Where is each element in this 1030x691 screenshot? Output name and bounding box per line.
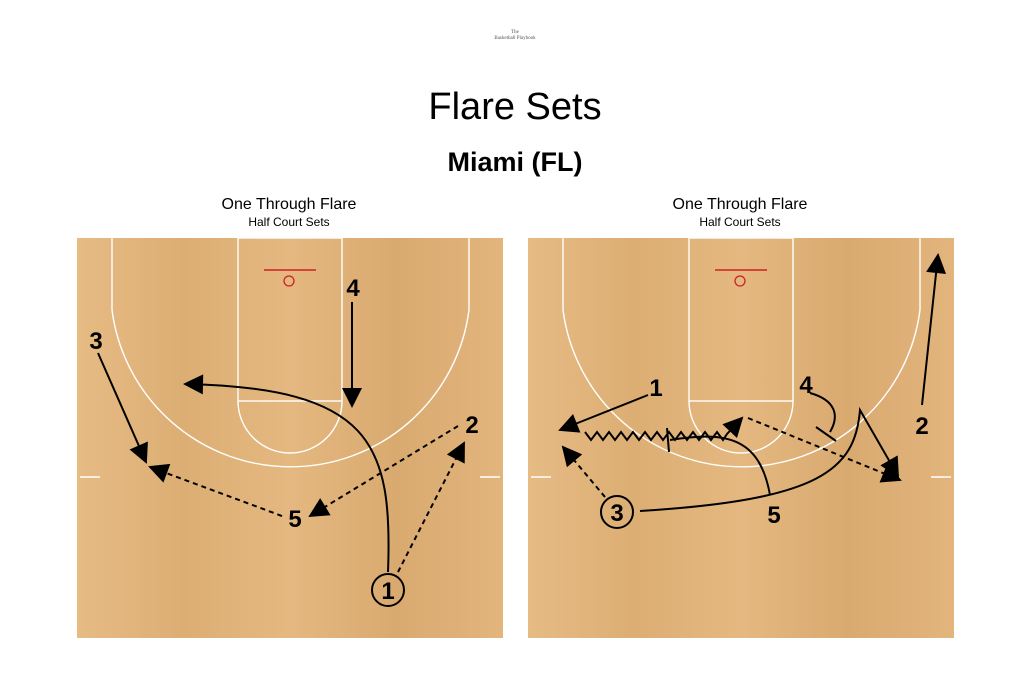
cut-arrow-2 xyxy=(921,253,947,406)
logo-line-1: The xyxy=(511,30,519,35)
play-2-title: One Through Flare xyxy=(672,196,808,213)
cut-arrow-3 xyxy=(639,406,899,512)
player-2: 2 xyxy=(465,412,478,439)
play-1-title: One Through Flare xyxy=(221,196,357,213)
player-4: 4 xyxy=(799,372,813,399)
play-1-heading: One Through Flare Half Court Sets xyxy=(139,196,439,230)
cut-arrow-3 xyxy=(97,352,148,464)
player-5: 5 xyxy=(767,502,780,529)
play-2-heading: One Through Flare Half Court Sets xyxy=(590,196,890,230)
court-floor xyxy=(528,238,954,638)
court-lines xyxy=(531,237,951,478)
dribble-path-1 xyxy=(584,416,744,442)
brand-logo: The Basketball Playbook xyxy=(0,30,1030,42)
pass-arrow-1-to-2 xyxy=(397,441,465,573)
ball-handler-ring xyxy=(371,573,405,607)
ball-handler-ring xyxy=(600,495,634,529)
player-1: 1 xyxy=(381,578,394,605)
page-title: Flare Sets xyxy=(428,86,602,128)
play-1-actions xyxy=(97,302,465,573)
play-2-subtitle: Half Court Sets xyxy=(699,215,781,229)
pass-arrow-5-to-3 xyxy=(148,463,283,517)
court-right: 1 2 3 4 5 xyxy=(528,237,954,638)
play-2-actions xyxy=(558,253,947,512)
cut-arrow-1 xyxy=(183,374,390,573)
screen-5 xyxy=(666,427,670,453)
court-floor xyxy=(77,238,503,638)
screen-4 xyxy=(815,426,837,442)
cut-path-4 xyxy=(809,392,836,433)
team-name: Miami (FL) xyxy=(447,147,583,177)
pass-arrow-2-to-5 xyxy=(308,425,459,518)
logo-line-2: Basketball Playbook xyxy=(494,36,536,41)
play-1-subtitle: Half Court Sets xyxy=(248,215,330,229)
player-1: 1 xyxy=(649,375,662,402)
cut-arrow-1 xyxy=(558,394,649,433)
rim xyxy=(283,275,295,287)
player-3: 3 xyxy=(610,500,623,527)
player-2: 2 xyxy=(915,413,928,440)
pass-arrow-to-3 xyxy=(747,417,902,483)
rim xyxy=(734,275,746,287)
pass-arrow-3-to-1 xyxy=(561,445,606,498)
court-lines xyxy=(80,237,500,478)
court-left: 1 2 3 4 5 xyxy=(77,237,503,638)
player-3: 3 xyxy=(89,328,102,355)
player-4: 4 xyxy=(346,275,360,302)
player-5: 5 xyxy=(288,506,301,533)
